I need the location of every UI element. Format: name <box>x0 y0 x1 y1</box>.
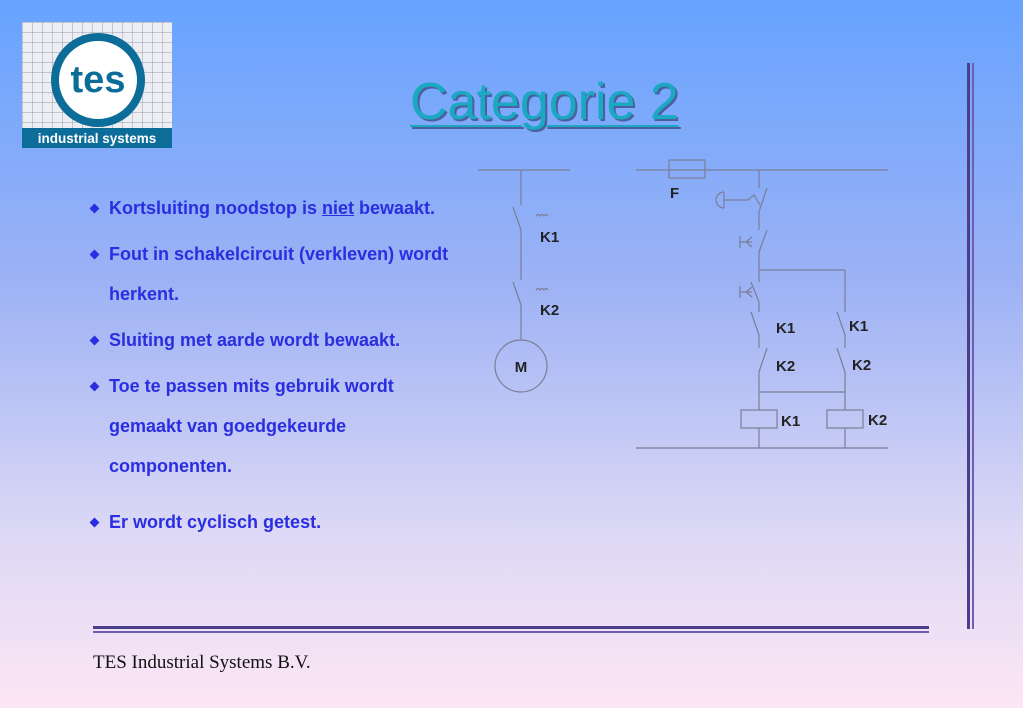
start-button-icon <box>739 286 753 298</box>
motor-icon <box>494 339 548 393</box>
footer-company: TES Industrial Systems B.V. <box>93 652 311 673</box>
vertical-divider-secondary <box>972 63 974 629</box>
control-k2-label-left: K2 <box>776 358 795 375</box>
diamond-bullet-icon <box>89 249 100 260</box>
fuse-icon <box>668 159 706 179</box>
bullet-item: Fout in schakelcircuit (verkleven) wordt… <box>89 234 470 314</box>
contactor-k2-coil <box>826 409 864 429</box>
contactor-k1-coil <box>740 409 778 429</box>
diamond-bullet-icon <box>89 381 100 392</box>
bullet-text: Kortsluiting noodstop is <box>109 198 322 218</box>
footer-divider <box>93 626 929 629</box>
coil-k2-label: K2 <box>868 412 887 429</box>
coil-k1-label: K1 <box>781 413 800 430</box>
emergency-stop-icon <box>715 191 761 209</box>
logo-brand: tes <box>71 59 126 101</box>
power-circuit: M K1 K2 <box>478 169 570 393</box>
fuse-label: F <box>670 185 679 202</box>
control-k2-label-right: K2 <box>852 357 871 374</box>
slide-title: Categorie 2 <box>410 73 679 131</box>
bullet-text: Toe te passen mits gebruik wordt gemaakt… <box>109 376 394 476</box>
circuit-diagram: M K1 K2 F K1 K2 <box>478 159 888 449</box>
bullet-item: Kortsluiting noodstop is niet bewaakt. <box>89 188 470 228</box>
logo-tagline: industrial systems <box>38 131 157 146</box>
bullet-text: Er wordt cyclisch getest. <box>109 512 322 532</box>
bullet-text: Sluiting met aarde wordt bewaakt. <box>109 330 401 350</box>
power-k2-label: K2 <box>540 302 559 319</box>
diamond-bullet-icon <box>89 517 100 528</box>
motor-label: M <box>515 359 528 376</box>
bullet-item: Toe te passen mits gebruik wordt gemaakt… <box>89 366 470 486</box>
bullet-text: Fout in schakelcircuit (verkleven) wordt… <box>109 244 449 304</box>
footer-divider-secondary <box>93 631 929 633</box>
power-k1-label: K1 <box>540 229 559 246</box>
control-k1-label-left: K1 <box>776 320 795 337</box>
control-circuit: F K1 K2 K1 K2 K1 K2 <box>636 159 888 449</box>
diamond-bullet-icon <box>89 335 100 346</box>
vertical-divider <box>967 63 970 629</box>
bullet-text: bewaakt. <box>354 198 436 218</box>
bullet-list: Kortsluiting noodstop is niet bewaakt. F… <box>89 188 470 548</box>
bullet-item: Sluiting met aarde wordt bewaakt. <box>89 320 470 360</box>
diamond-bullet-icon <box>89 203 100 214</box>
bullet-text-underlined: niet <box>321 198 354 218</box>
tes-logo: tes industrial systems <box>22 22 172 148</box>
pushbutton-icon <box>739 236 753 248</box>
control-k1-label-right: K1 <box>849 318 868 335</box>
bullet-item: Er wordt cyclisch getest. <box>89 502 470 542</box>
